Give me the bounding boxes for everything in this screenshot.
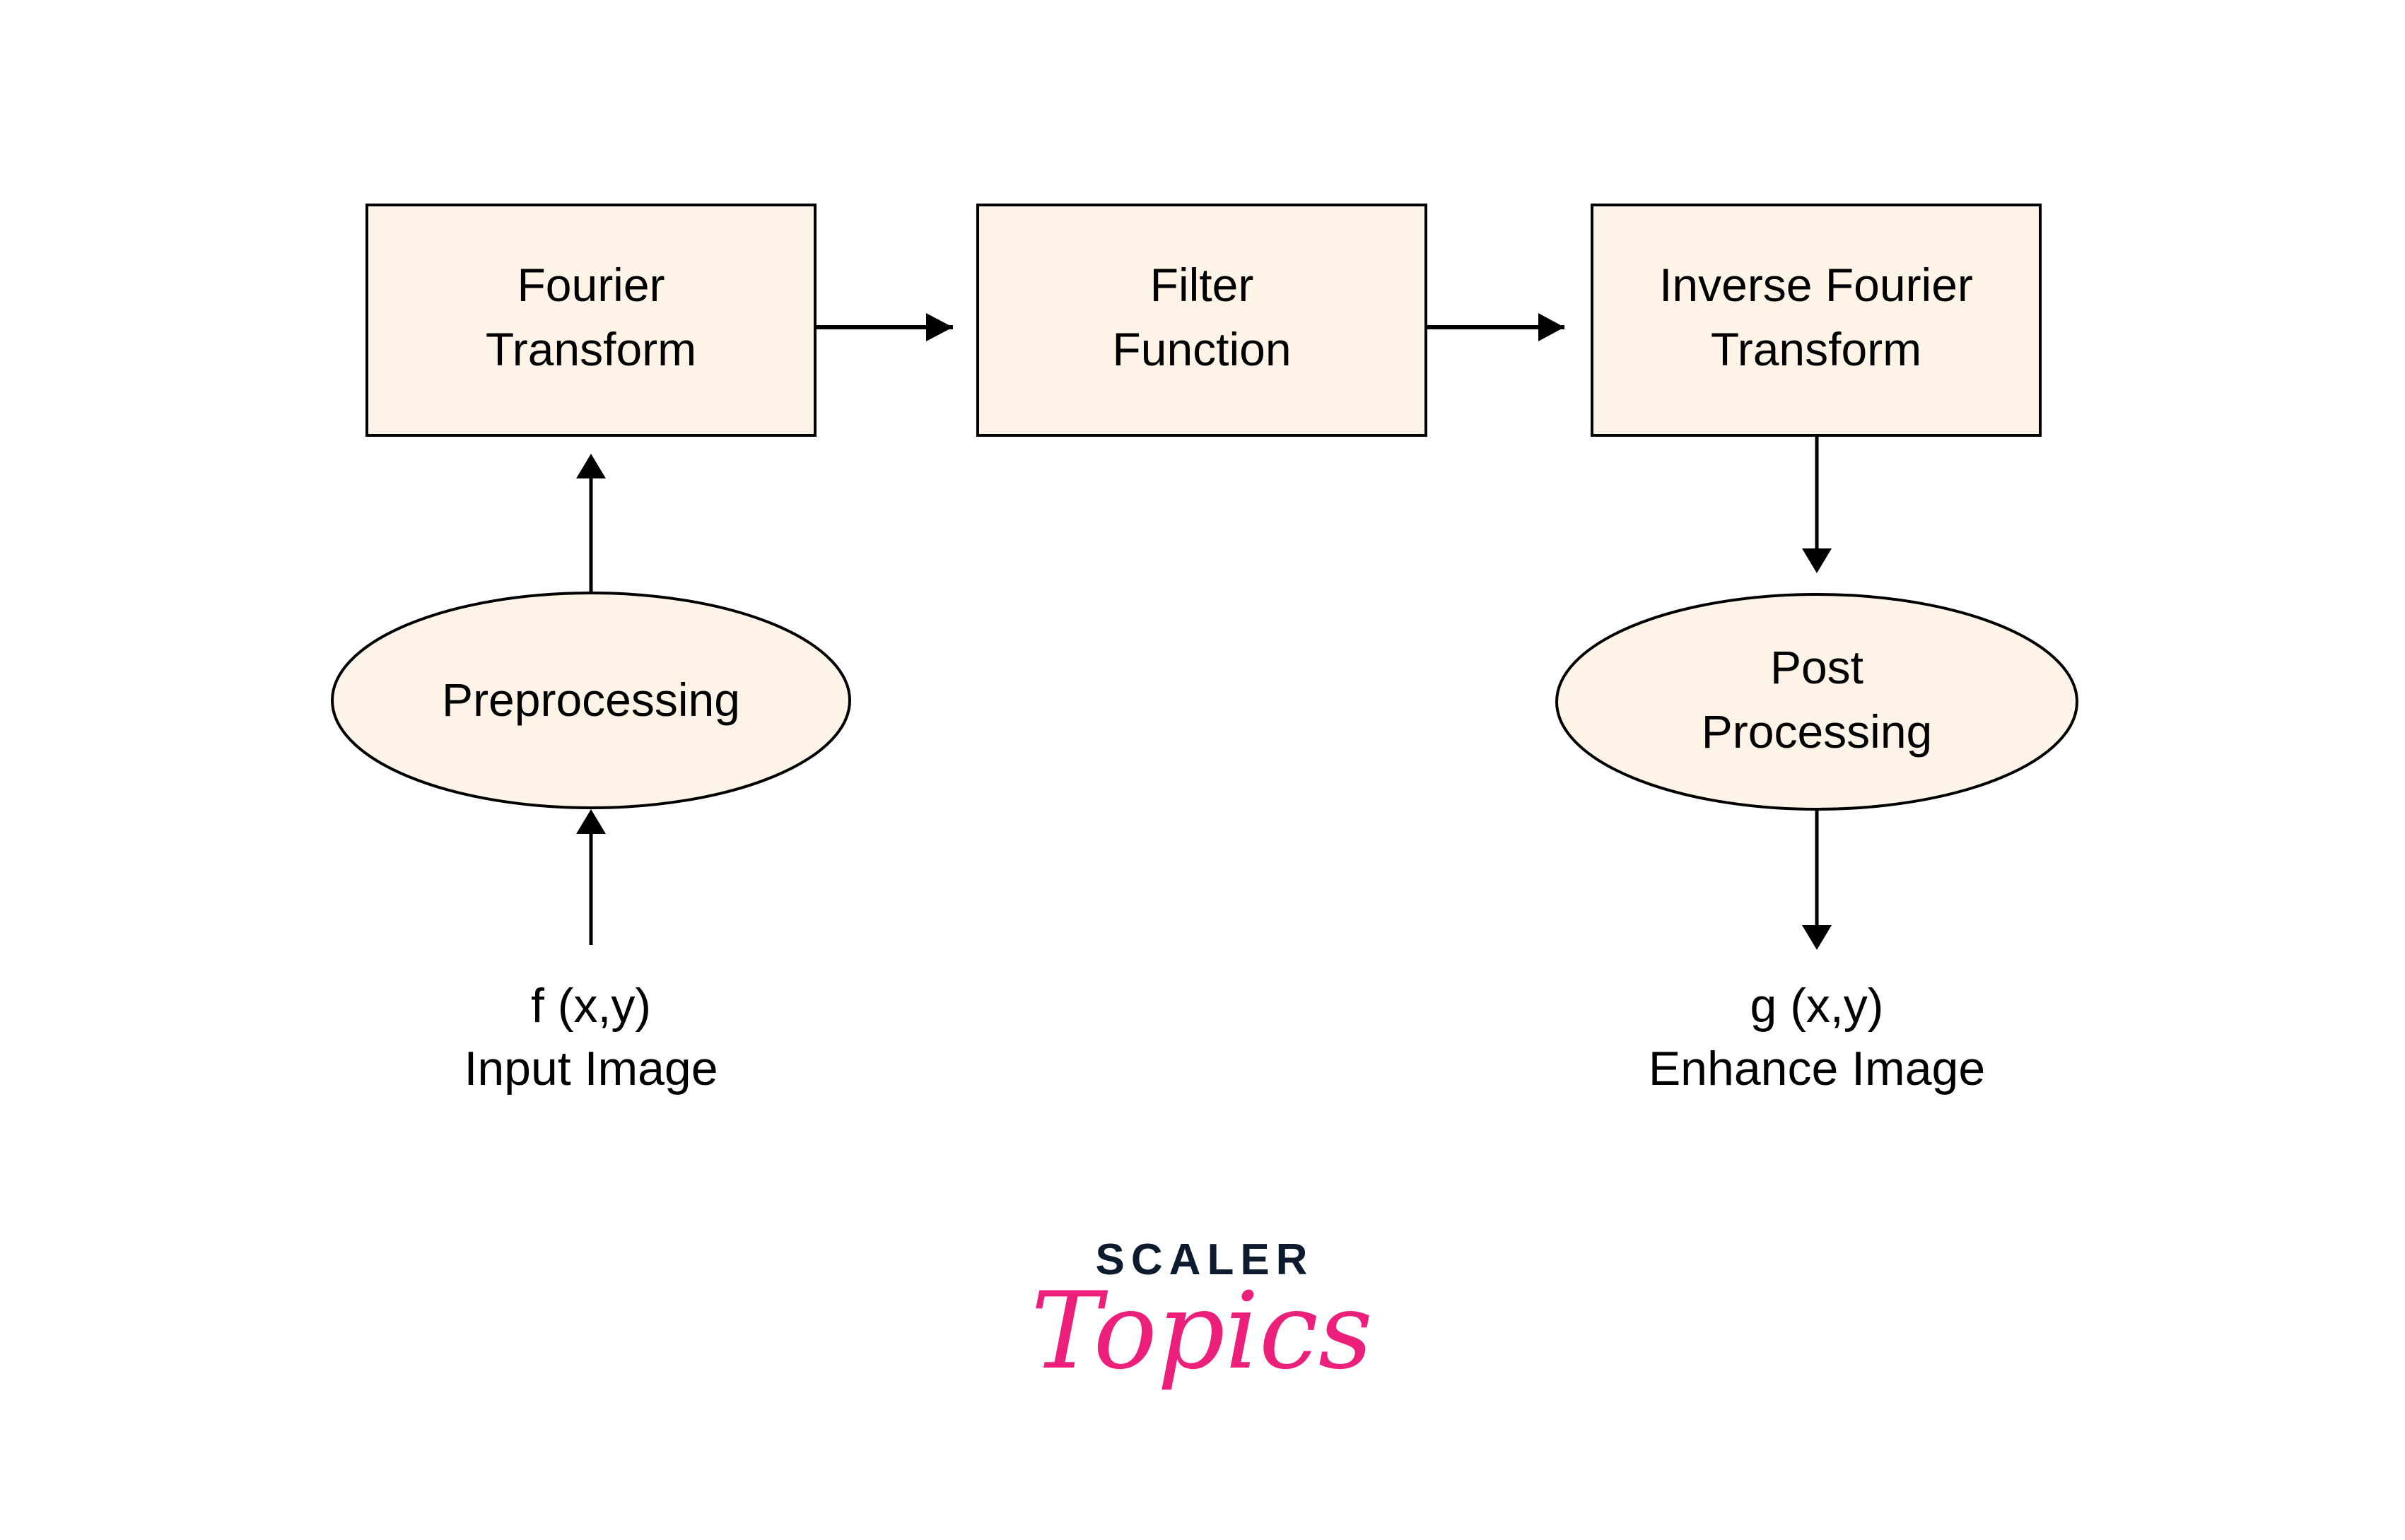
- node-preprocessing: Preprocessing: [331, 592, 851, 809]
- node-label-line: Inverse Fourier: [1659, 259, 1973, 311]
- node-label-line: Function: [1112, 323, 1291, 375]
- arrowhead-icon: [1538, 313, 1564, 341]
- node-post-processing: Post Processing: [1555, 593, 2078, 811]
- node-filter-function: Filter Function: [976, 204, 1427, 437]
- output-function-label: g (x,y): [1750, 979, 1884, 1033]
- node-label-line: Preprocessing: [442, 674, 740, 726]
- node-fourier-transform: Fourier Transform: [365, 204, 817, 437]
- arrowhead-icon: [576, 809, 606, 834]
- input-label: f (x,y) Input Image: [464, 979, 718, 1095]
- node-inverse-fourier-transform: Inverse Fourier Transform: [1591, 204, 2042, 437]
- node-label-line: Fourier: [517, 259, 665, 311]
- node-label-line: Processing: [1702, 705, 1933, 758]
- arrowhead-icon: [1802, 548, 1832, 573]
- logo-product-text: Topics: [1031, 1270, 1373, 1393]
- arrowhead-icon: [1802, 925, 1832, 950]
- node-label-line: Transform: [486, 323, 696, 375]
- output-label: g (x,y) Enhance Image: [1649, 979, 1985, 1095]
- input-caption: Input Image: [464, 1042, 718, 1095]
- node-label-line: Post: [1770, 641, 1863, 693]
- input-function-label: f (x,y): [531, 979, 651, 1033]
- arrowhead-icon: [926, 313, 953, 341]
- arrowhead-icon: [576, 454, 606, 478]
- node-label-line: Filter: [1150, 259, 1254, 311]
- edges: [576, 313, 1832, 950]
- logo-brand-text: SCALER: [1096, 1235, 1314, 1284]
- output-caption: Enhance Image: [1649, 1042, 1985, 1095]
- node-label-line: Transform: [1711, 323, 1921, 375]
- scaler-topics-logo: SCALER Topics: [1031, 1235, 1373, 1393]
